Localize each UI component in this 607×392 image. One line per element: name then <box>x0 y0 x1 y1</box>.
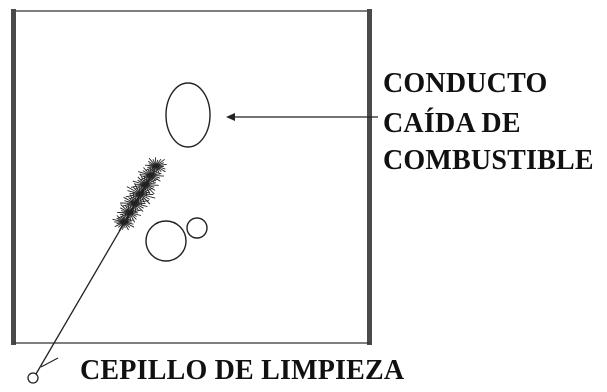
brush-handle-end <box>27 372 39 384</box>
bristle <box>134 203 139 211</box>
bristle <box>129 209 142 214</box>
bristle <box>139 193 142 206</box>
bristle <box>137 176 146 185</box>
label-conducto: CONDUCTO <box>383 68 548 99</box>
brush-leader <box>40 357 59 368</box>
bristle <box>138 171 151 176</box>
frame-left-wall <box>11 9 16 345</box>
bristle <box>143 175 152 185</box>
bristle <box>128 193 141 204</box>
bristle <box>119 207 130 214</box>
bristle <box>120 204 130 213</box>
bristle <box>145 178 159 186</box>
bristle <box>147 175 152 185</box>
bristle <box>137 193 141 203</box>
bristle <box>142 184 146 194</box>
fuel-duct-oval <box>165 82 211 148</box>
bristle <box>143 167 151 176</box>
bristle <box>133 193 141 204</box>
small-circle <box>186 217 208 239</box>
bristle <box>150 174 161 182</box>
bristle <box>148 157 157 167</box>
bristle <box>145 184 155 195</box>
label-cepillo-de-limpieza: CEPILLO DE LIMPIEZA <box>80 355 405 386</box>
bristle <box>134 184 146 190</box>
bristle <box>131 203 136 215</box>
bristle <box>123 221 129 231</box>
frame-right-wall <box>367 9 372 345</box>
bristle <box>134 197 146 204</box>
bristle <box>126 212 130 223</box>
bristle <box>123 221 135 228</box>
bristle <box>128 212 136 223</box>
brush-bristles <box>112 157 167 231</box>
large-circle <box>145 220 187 262</box>
bristle <box>132 180 146 186</box>
bristle <box>138 184 146 195</box>
bristle <box>129 203 136 212</box>
bristle <box>126 186 141 195</box>
bristle <box>117 212 130 219</box>
bristle <box>129 212 137 220</box>
bristle <box>155 165 161 175</box>
bristle <box>132 186 141 195</box>
bristle <box>145 184 159 186</box>
bristle <box>139 193 145 203</box>
bristle <box>139 174 151 181</box>
bristle <box>127 190 141 195</box>
bristle <box>123 196 135 204</box>
bristle <box>116 215 125 223</box>
label-combustible: COMBUSTIBLE <box>383 145 594 176</box>
enclosure-frame <box>11 9 372 345</box>
bristle <box>134 203 137 214</box>
bristle <box>155 158 165 167</box>
bristle <box>122 202 135 207</box>
cleaning-brush <box>27 157 167 384</box>
bristle <box>154 157 157 167</box>
bristle <box>125 193 141 198</box>
duct-leader-arrow <box>226 113 378 121</box>
bristle <box>153 165 157 175</box>
bristle <box>145 165 157 171</box>
bristle <box>130 184 146 188</box>
bristle <box>145 184 156 191</box>
bristle <box>144 184 148 197</box>
bristle <box>150 175 155 184</box>
bristle <box>128 212 132 221</box>
bristle <box>129 193 141 200</box>
bristle <box>125 202 135 212</box>
bristle <box>118 221 125 231</box>
bristle <box>123 219 134 223</box>
bristle <box>155 165 166 173</box>
bristle <box>134 203 144 212</box>
bristle <box>139 193 156 199</box>
label-caida-de: CAÍDA DE <box>383 108 521 139</box>
bristle <box>112 218 125 223</box>
bristle <box>139 193 150 200</box>
bristle <box>144 184 151 194</box>
bristle <box>139 193 151 205</box>
bristle <box>150 174 165 177</box>
